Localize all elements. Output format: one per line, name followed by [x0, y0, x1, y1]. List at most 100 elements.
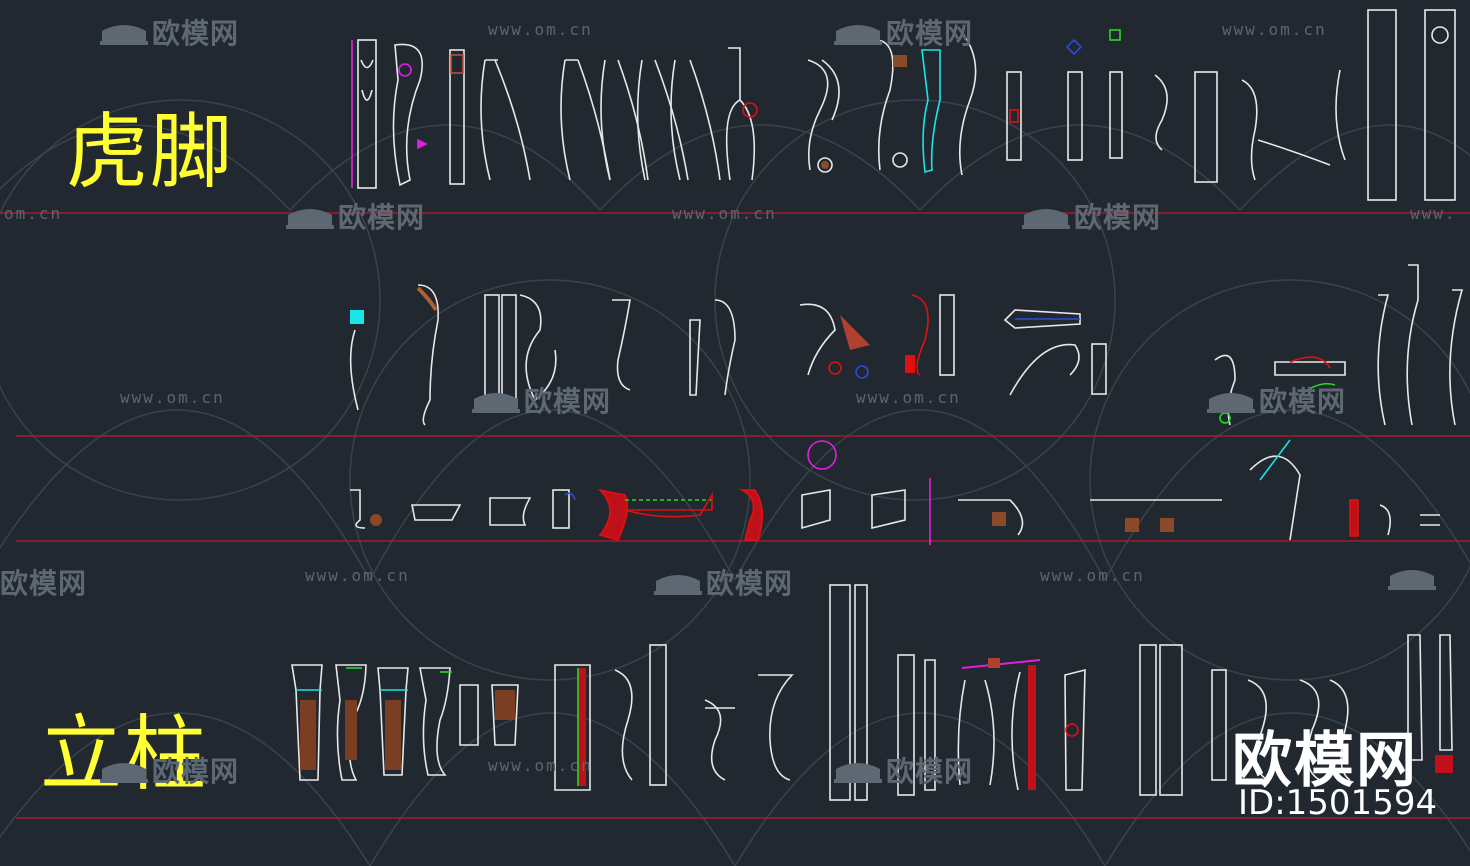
leg-drawing [489, 497, 532, 526]
watermark-url: www.om.cn [1040, 566, 1145, 585]
column-drawing [758, 674, 794, 781]
leg-drawing [1067, 71, 1083, 161]
corner-id: ID:1501594 [1238, 783, 1438, 823]
row-3-leg-drawings[interactable] [350, 439, 1440, 545]
leg-drawing [670, 59, 721, 181]
row-4-column-drawings[interactable] [291, 584, 1453, 801]
sofa-logo-icon [1022, 209, 1070, 229]
red-carved-leg [597, 488, 629, 541]
leg-drawing [1420, 514, 1440, 526]
column-drawing [1247, 679, 1269, 781]
leg-drawing [612, 299, 631, 391]
column-drawing [1139, 644, 1157, 796]
watermark-brand: 欧模网 [1074, 201, 1162, 234]
watermark-url: www.om.cn [488, 756, 593, 775]
watermark-logo: 欧模网 [284, 196, 425, 236]
sofa-logo-icon [100, 763, 148, 783]
column-drawing [1329, 679, 1351, 781]
leg-drawing [411, 504, 462, 521]
watermark-url: www.om.cn [120, 388, 225, 407]
row-2-leg-drawings[interactable] [349, 264, 1464, 426]
leg-drawing [417, 284, 439, 426]
watermark-url: www.om.cn [856, 388, 961, 407]
leg-drawing [1009, 343, 1080, 396]
leg-drawing [714, 299, 736, 396]
leg-drawing [1241, 79, 1258, 181]
leg-drawing [600, 59, 649, 181]
watermark-brand: 欧模网 [706, 567, 794, 600]
sofa-logo-icon [1207, 393, 1255, 413]
leg-drawing [1249, 455, 1301, 541]
column-drawing [459, 684, 479, 746]
column-drawing [491, 684, 519, 746]
watermark-logo: 欧模网 [98, 750, 239, 790]
watermark-logo: 欧模网 [98, 12, 239, 52]
section-label-tiger-foot: 虎脚 [66, 105, 235, 200]
leg-drawing [357, 39, 377, 189]
leg-drawing [958, 29, 977, 176]
watermark-url: www.om.cn [672, 204, 777, 223]
column-drawing [829, 584, 851, 801]
column-drawing [554, 664, 591, 791]
watermark-logo: 欧模网 [1205, 380, 1346, 420]
leg-drawing [1194, 71, 1218, 183]
leg-drawing [392, 43, 424, 187]
watermark-brand-partial: 欧模网 [0, 567, 88, 600]
sofa-logo-icon [286, 209, 334, 229]
leg-drawing [349, 329, 359, 411]
watermark-url: www.om.cn [488, 20, 593, 39]
row-1-leg-drawings[interactable] [351, 9, 1456, 201]
leg-drawing [939, 294, 955, 376]
sofa-logo-icon [472, 393, 520, 413]
leg-drawing [1367, 9, 1397, 201]
watermark-url: www.om.cn [1222, 20, 1327, 39]
column-drawing [984, 679, 995, 786]
column-drawing [854, 584, 868, 801]
column-drawing [897, 654, 915, 796]
column-drawing [614, 669, 633, 781]
watermark-logo: 欧模网 [1020, 196, 1161, 236]
leg-drawing [1257, 139, 1331, 166]
corner-brand: 欧模网 [1232, 726, 1418, 796]
watermark-brand: 欧模网 [886, 17, 974, 50]
column-drawing [1159, 644, 1183, 796]
leg-drawing [921, 49, 941, 174]
leg-drawing [1406, 264, 1419, 426]
watermark-brand: 欧模网 [338, 201, 426, 234]
leg-drawing [480, 59, 531, 181]
leg-drawing [1335, 69, 1346, 161]
column-drawing [704, 699, 726, 781]
leg-drawing [871, 489, 906, 530]
sofa-logo-icon [1388, 570, 1436, 590]
sofa-logo-icon [100, 25, 148, 45]
leg-drawing [807, 59, 840, 171]
leg-drawing [1091, 343, 1107, 395]
column-drawing [335, 664, 367, 781]
watermark-logo: 欧模网 [832, 750, 973, 790]
leg-drawing [1274, 361, 1346, 376]
leg-drawing [911, 294, 929, 376]
leg-drawing [350, 489, 366, 529]
column-drawing [1299, 679, 1321, 781]
watermark-logo: 欧模网 [470, 380, 611, 420]
leg-drawing [1379, 504, 1391, 536]
column-drawing [957, 679, 966, 786]
watermark-url-partial: www. [1410, 204, 1457, 223]
column-drawing [1011, 671, 1021, 791]
row-dividers [0, 212, 1470, 819]
leg-drawing [1109, 71, 1123, 159]
leg-drawing [1377, 294, 1390, 426]
red-carved-leg [738, 489, 764, 541]
leg-drawing [1449, 289, 1464, 426]
leg-drawing [1424, 9, 1456, 201]
watermark-url: www.om.cn [305, 566, 410, 585]
leg-drawing [801, 489, 831, 530]
sofa-logo-icon [834, 25, 882, 45]
watermark-brand: 欧模网 [886, 755, 974, 788]
watermark-logo: 欧模网 [0, 562, 87, 602]
watermark-url-partial: om.cn [4, 204, 63, 223]
watermark-logo [1386, 562, 1440, 595]
sofa-logo-icon [654, 575, 702, 595]
blue-diamond-icon [1065, 38, 1083, 56]
